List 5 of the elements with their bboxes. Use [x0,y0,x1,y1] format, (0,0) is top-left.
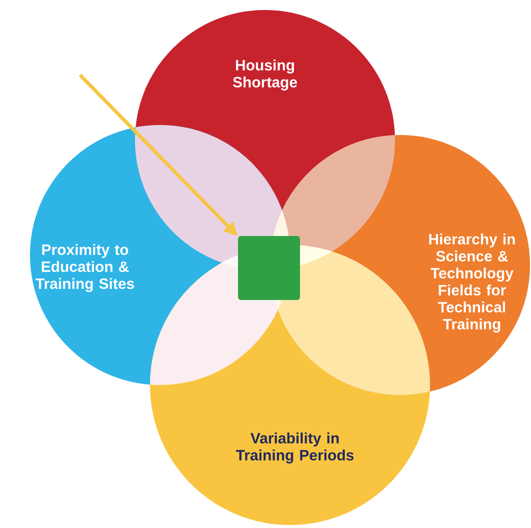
circle-label: Housing Shortage [232,59,297,91]
circle-label: Variability in Training Periods [236,432,354,464]
circle-label: Proximity to Education & Training Sites [36,244,134,292]
circle-label: Hierarchy in Science & Technology Fields for Technical Training [429,233,515,333]
center-square [238,236,300,300]
